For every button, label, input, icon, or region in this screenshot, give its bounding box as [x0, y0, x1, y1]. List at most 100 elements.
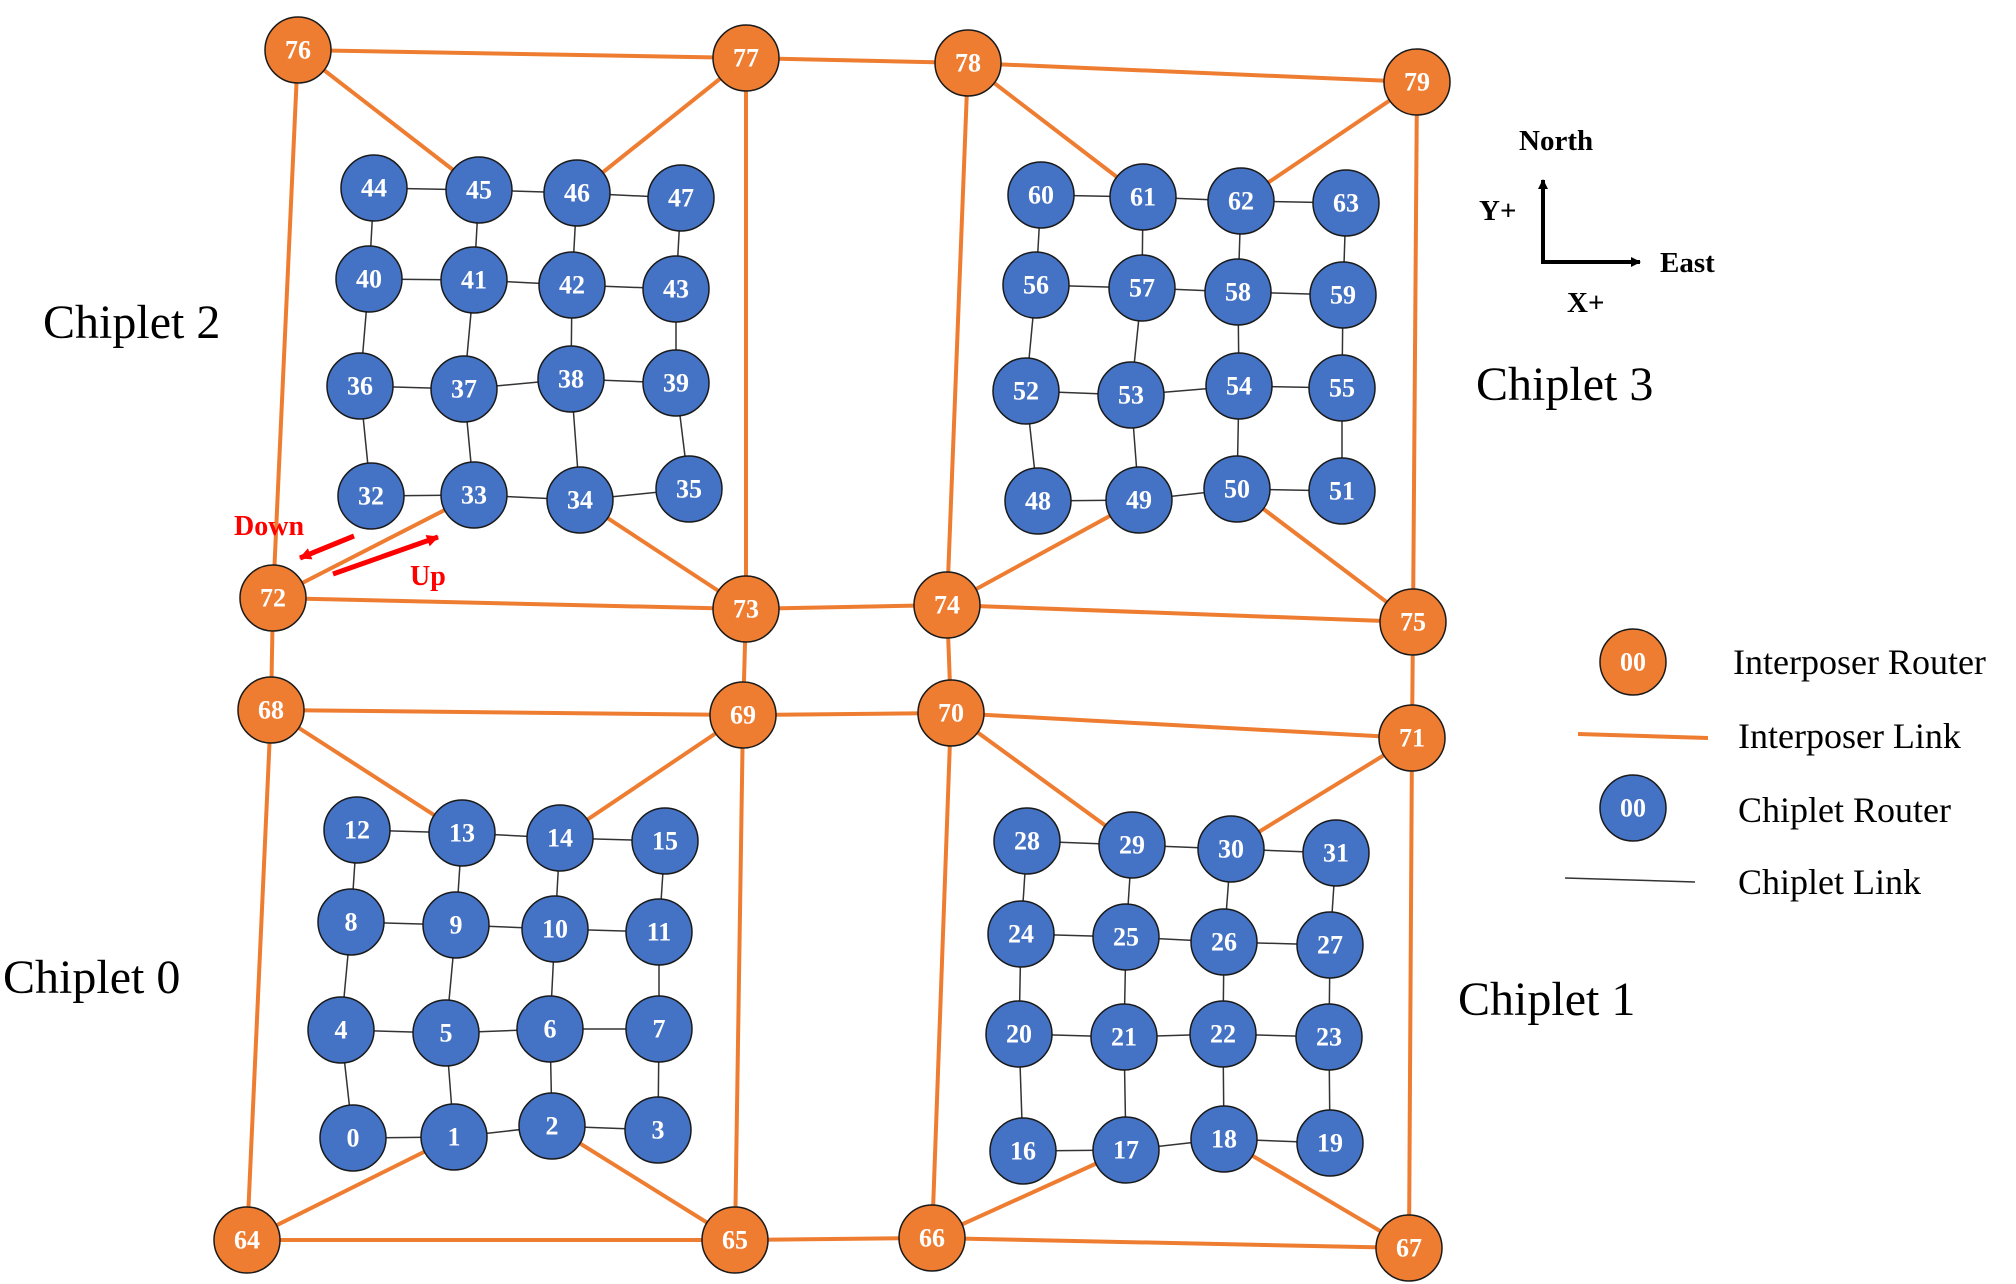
router-circle: [518, 1092, 586, 1160]
interposer-router-66: 66: [898, 1204, 966, 1272]
interposer-router-69: 69: [709, 681, 777, 749]
chiplet-router-38: 38: [537, 345, 605, 413]
router-id-label: 72: [260, 584, 286, 613]
router-circle: [1197, 815, 1265, 883]
legend-chiplet-link-icon: [1564, 877, 1696, 883]
router-circle: [317, 888, 385, 956]
router-id-label: 37: [451, 375, 477, 404]
router-id-label: 74: [934, 591, 960, 620]
router-id-label: 26: [1211, 928, 1237, 957]
chiplet-router-63: 63: [1312, 169, 1380, 237]
router-circle: [239, 564, 307, 632]
north-label: North: [1519, 125, 1593, 157]
router-circle: [1379, 588, 1447, 656]
chiplet-router-40: 40: [335, 245, 403, 313]
router-id-label: 40: [356, 265, 382, 294]
interposer-router-79: 79: [1383, 48, 1451, 116]
router-id-label: 50: [1224, 475, 1250, 504]
interposer-router-70: 70: [917, 679, 985, 747]
router-id-label: 35: [676, 475, 702, 504]
router-id-label: 20: [1006, 1020, 1032, 1049]
router-id-label: 44: [361, 174, 387, 203]
router-circle: [917, 679, 985, 747]
chiplet-router-58: 58: [1204, 258, 1272, 326]
router-circle: [1309, 261, 1377, 329]
router-circle: [1108, 254, 1176, 322]
router-id-label: 36: [347, 372, 373, 401]
router-circle: [440, 246, 508, 314]
interposer-link-67-18: [1222, 1137, 1411, 1250]
router-circle: [521, 895, 589, 963]
router-id-label: 59: [1330, 281, 1356, 310]
chiplet-2-label: Chiplet 2: [43, 296, 220, 349]
router-id-label: 12: [344, 816, 370, 845]
router-id-label: 69: [730, 701, 756, 730]
interposer-router-67: 67: [1375, 1214, 1443, 1282]
router-id-label: 68: [258, 696, 284, 725]
router-circle: [1092, 903, 1160, 971]
legend-interposer-router-id: 00: [1620, 648, 1646, 677]
router-id-label: 34: [567, 486, 593, 515]
router-circle: [701, 1206, 769, 1274]
y-plus-label: Y+: [1479, 195, 1516, 227]
chiplet-router-37: 37: [430, 355, 498, 423]
router-circle: [335, 245, 403, 313]
router-circle: [526, 804, 594, 872]
chiplet-router-48: 48: [1004, 467, 1072, 535]
router-id-label: 57: [1129, 274, 1155, 303]
router-circle: [631, 807, 699, 875]
interposer-link-69-65: [733, 714, 745, 1241]
router-circle: [445, 156, 513, 224]
router-circle: [440, 461, 508, 529]
router-id-label: 31: [1323, 839, 1349, 868]
chiplet-router-43: 43: [642, 255, 710, 323]
router-id-label: 23: [1316, 1023, 1342, 1052]
router-circle: [546, 466, 614, 534]
legend-interposer-router-label: Interposer Router: [1733, 642, 1986, 682]
chiplet-router-31: 31: [1302, 819, 1370, 887]
router-id-label: 53: [1118, 381, 1144, 410]
router-id-label: 42: [559, 271, 585, 300]
router-id-label: 55: [1329, 374, 1355, 403]
chiplet-router-4: 4: [307, 996, 375, 1064]
chiplet-router-53: 53: [1097, 361, 1165, 429]
router-circle: [1296, 1109, 1364, 1177]
chiplet-router-62: 62: [1207, 167, 1275, 235]
router-circle: [1375, 1214, 1443, 1282]
interposer-link-75-50: [1235, 487, 1415, 624]
chiplet-router-27: 27: [1296, 911, 1364, 979]
router-id-label: 54: [1226, 372, 1252, 401]
router-id-label: 62: [1228, 187, 1254, 216]
router-circle: [1004, 467, 1072, 535]
interposer-link-76-45: [296, 48, 481, 192]
router-id-label: 65: [722, 1226, 748, 1255]
chiplet-router-24: 24: [987, 900, 1055, 968]
router-circle: [1205, 352, 1273, 420]
chiplet-router-26: 26: [1190, 908, 1258, 976]
legend-chiplet-router-label: Chiplet Router: [1738, 790, 1951, 830]
interposer-link-74-75: [946, 603, 1414, 624]
interposer-link-64-1: [246, 1135, 455, 1242]
chiplet-router-36: 36: [326, 352, 394, 420]
router-id-label: 64: [234, 1226, 260, 1255]
router-id-label: 66: [919, 1224, 945, 1253]
interposer-link-77-46: [575, 56, 748, 195]
router-circle: [987, 900, 1055, 968]
chiplet-router-25: 25: [1092, 903, 1160, 971]
router-circle: [237, 676, 305, 744]
router-circle: [1207, 167, 1275, 235]
chiplet-router-35: 35: [655, 455, 723, 523]
router-circle: [1295, 1003, 1363, 1071]
chiplet-router-16: 16: [989, 1117, 1057, 1185]
router-id-label: 4: [335, 1016, 348, 1045]
interposer-link-79-62: [1239, 80, 1419, 203]
router-id-label: 39: [663, 369, 689, 398]
router-circle: [1312, 169, 1380, 237]
interposer-link-68-13: [269, 708, 464, 835]
interposer-router-77: 77: [712, 24, 780, 92]
east-label: East: [1660, 247, 1715, 279]
interposer-link-69-14: [558, 713, 745, 840]
x-plus-label: X+: [1567, 287, 1604, 319]
router-id-label: 58: [1225, 278, 1251, 307]
router-circle: [1105, 466, 1173, 534]
